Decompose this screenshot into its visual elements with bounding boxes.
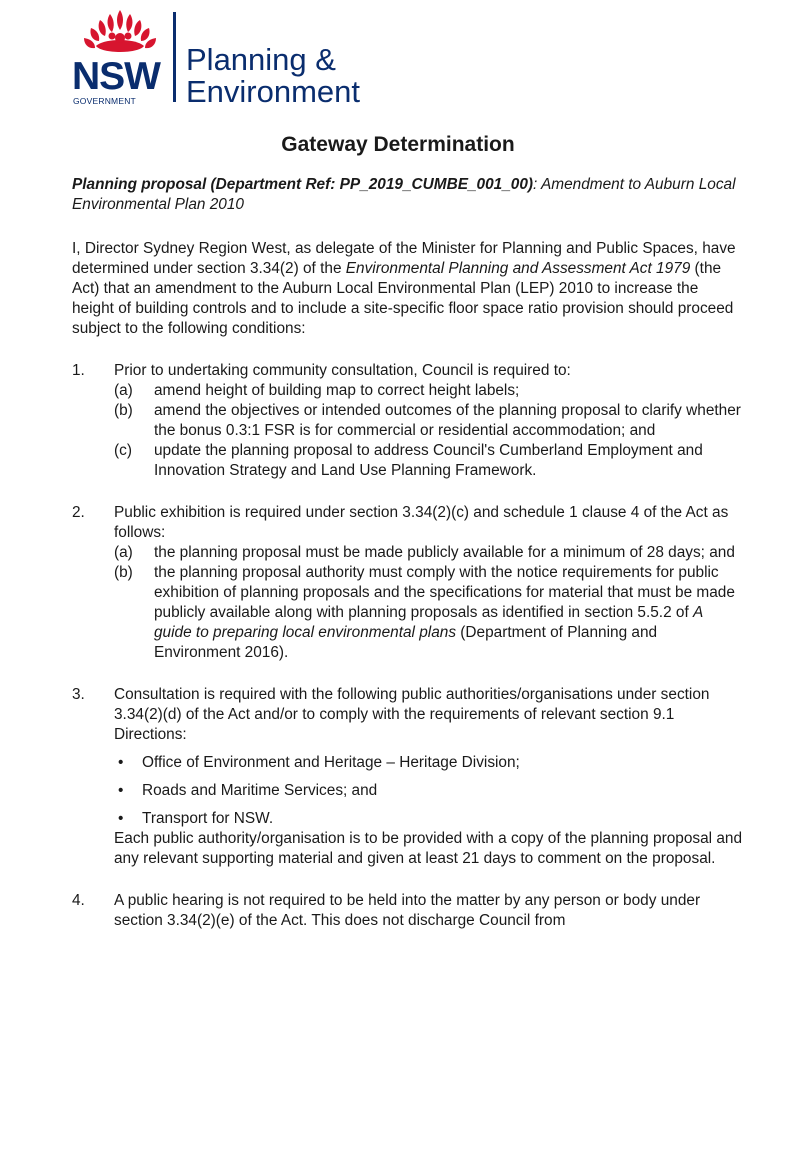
sub-letter: (a) bbox=[114, 544, 133, 561]
bullet-dot-icon: • bbox=[118, 754, 124, 771]
condition-2-a: (a) the planning proposal must be made p… bbox=[114, 543, 742, 563]
page-title: Gateway Determination bbox=[281, 133, 515, 156]
condition-3-note: Each public authority/organisation is to… bbox=[114, 830, 743, 867]
bullet-dot-icon: • bbox=[118, 810, 124, 827]
government-wordmark: GOVERNMENT bbox=[73, 96, 136, 106]
sub-letter: (c) bbox=[114, 442, 132, 459]
condition-number: 4. bbox=[72, 892, 85, 909]
proposal-ref-bold: Planning proposal (Department Ref: PP_20… bbox=[72, 176, 534, 193]
intro-part1: I, Director Sydney Region West, as deleg… bbox=[72, 240, 736, 277]
brand-planning-text: Planning bbox=[186, 42, 307, 77]
brand-environment: Environment bbox=[186, 74, 361, 109]
condition-1-a: (a) amend height of building map to corr… bbox=[114, 381, 742, 401]
sub-text: update the planning proposal to address … bbox=[154, 442, 703, 479]
condition-4: 4. A public hearing is not required to b… bbox=[72, 891, 742, 931]
intro-paragraph: I, Director Sydney Region West, as deleg… bbox=[72, 239, 742, 339]
condition-text: Consultation is required with the follow… bbox=[114, 686, 710, 743]
logo-divider bbox=[173, 12, 176, 102]
condition-1-b: (b) amend the objectives or intended out… bbox=[114, 401, 742, 441]
condition-text: Prior to undertaking community consultat… bbox=[114, 362, 571, 379]
document-body: Planning proposal (Department Ref: PP_20… bbox=[72, 175, 742, 953]
sub-text: amend the objectives or intended outcome… bbox=[154, 402, 741, 439]
sub-text: the planning proposal must be made publi… bbox=[154, 544, 735, 561]
condition-text: Public exhibition is required under sect… bbox=[114, 504, 729, 541]
bullet-item: • Transport for NSW. bbox=[114, 809, 742, 829]
condition-3: 3. Consultation is required with the fol… bbox=[72, 685, 742, 869]
condition-number: 3. bbox=[72, 686, 85, 703]
sub-text: the planning proposal authority must com… bbox=[154, 563, 742, 663]
nsw-wordmark: NSW bbox=[72, 55, 161, 98]
bullet-dot-icon: • bbox=[118, 782, 124, 799]
bullet-item: • Roads and Maritime Services; and bbox=[114, 781, 742, 801]
waratah-flower-icon bbox=[84, 10, 156, 52]
guide-title: A guide to preparing local environmental… bbox=[154, 604, 703, 641]
condition-1-c: (c) update the planning proposal to addr… bbox=[114, 441, 742, 481]
bullet-item: • Office of Environment and Heritage – H… bbox=[114, 753, 742, 773]
proposal-ref-rest: : Amendment to Auburn Local Environmenta… bbox=[72, 176, 736, 213]
sub-text-tail: (Department of Planning and Environment … bbox=[154, 624, 658, 661]
condition-1: 1. Prior to undertaking community consul… bbox=[72, 361, 742, 481]
bullet-text: Roads and Maritime Services; and bbox=[142, 782, 378, 799]
condition-number: 2. bbox=[72, 504, 85, 521]
sub-letter: (a) bbox=[114, 382, 133, 399]
condition-number: 1. bbox=[72, 362, 85, 379]
intro-act-title: Environmental Planning and Assessment Ac… bbox=[345, 260, 691, 277]
condition-text: A public hearing is not required to be h… bbox=[114, 892, 701, 929]
bullet-text: Office of Environment and Heritage – Her… bbox=[142, 754, 520, 771]
condition-2-b: (b) the planning proposal authority must… bbox=[114, 563, 742, 663]
proposal-reference: Planning proposal (Department Ref: PP_20… bbox=[72, 175, 742, 215]
intro-part2: (the Act) that an amendment to the Aubur… bbox=[72, 260, 734, 337]
brand-ampersand: & bbox=[315, 42, 336, 77]
sub-letter: (b) bbox=[114, 402, 133, 419]
sub-letter: (b) bbox=[114, 564, 133, 581]
condition-2: 2. Public exhibition is required under s… bbox=[72, 503, 742, 663]
bullet-text: Transport for NSW. bbox=[142, 810, 274, 827]
sub-text-part: the planning proposal authority must com… bbox=[154, 564, 735, 621]
brand-planning: Planning & bbox=[186, 44, 336, 75]
nsw-planning-environment-logo: NSW GOVERNMENT Planning & Environment bbox=[70, 8, 400, 108]
sub-text: amend height of building map to correct … bbox=[154, 382, 520, 399]
